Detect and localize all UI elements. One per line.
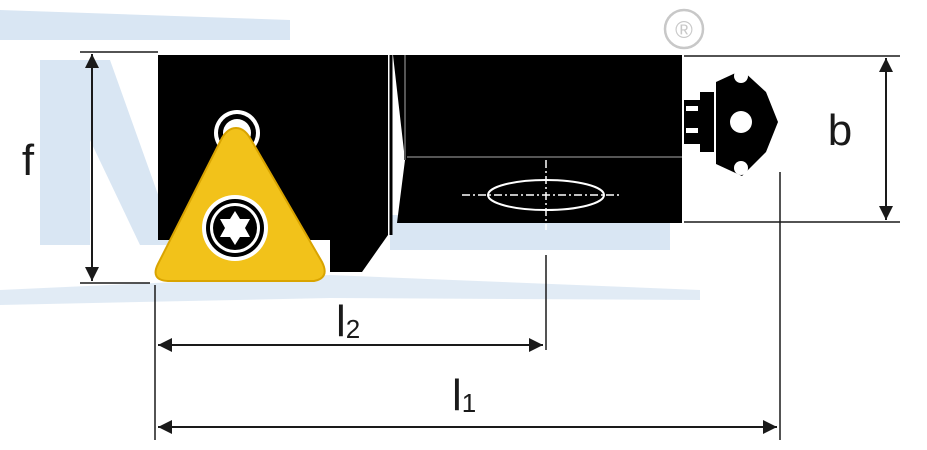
connector-top-notch — [734, 69, 748, 83]
l2-subscript: 2 — [346, 314, 360, 344]
watermark-bar — [0, 10, 290, 40]
cutting-insert — [154, 126, 326, 282]
l1-subscript: 1 — [462, 388, 476, 418]
registered-mark-circle — [663, 8, 705, 50]
connector-thread-2 — [686, 128, 698, 133]
connector-thread-1 — [686, 106, 698, 111]
dimension-l2 — [154, 255, 547, 440]
dimension-label-l2: l2 — [336, 297, 360, 346]
end-connector — [684, 69, 778, 176]
shank-center-mark — [462, 160, 620, 230]
torx-socket-icon — [220, 211, 250, 245]
watermark-swoosh — [0, 275, 700, 305]
connector-collar — [700, 92, 714, 152]
dimension-label-f: f — [22, 136, 35, 185]
connector-bottom-notch — [734, 161, 748, 175]
l1-main: l — [452, 371, 462, 420]
dimension-b — [684, 55, 900, 223]
dimension-label-b: b — [828, 106, 852, 155]
connector-hole — [730, 111, 752, 133]
registered-mark: ® — [675, 17, 693, 44]
l2-main: l — [336, 297, 346, 346]
dimension-l1 — [158, 172, 781, 440]
dimension-f — [80, 51, 158, 284]
dimension-label-l1: l1 — [452, 371, 476, 420]
holder-shank — [393, 55, 682, 223]
